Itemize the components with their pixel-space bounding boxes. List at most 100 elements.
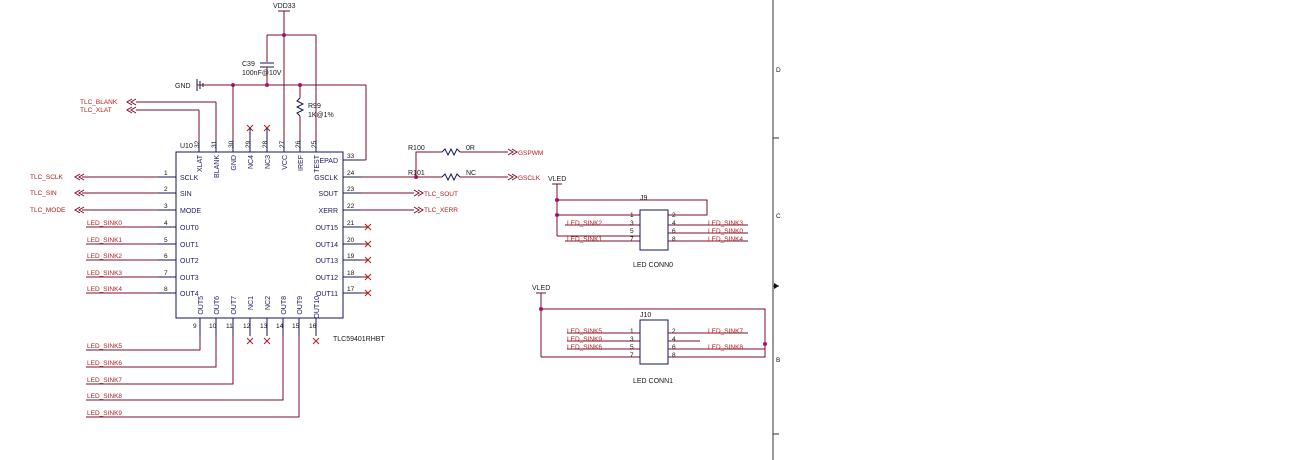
r101-ref: R101 [408,170,425,177]
right-pin-name: SOUT [319,191,339,198]
bottom-pin-number: 13 [260,323,268,330]
net-tlc-blank: TLC_BLANK [80,99,118,106]
conn-net-left: LED_SINK6 [567,344,602,351]
right-pin-name: OUT13 [315,258,338,265]
bottom-pin-name: OUT9 [297,296,304,315]
net-tlc-sclk: TLC_SCLK [30,174,64,181]
right-pin-name: EPAD [319,158,338,165]
conn-net-left: LED_SINK1 [567,236,602,243]
j10-pins: 13572468LED_SINK5LED_SINK9LED_SINK6LED_S… [567,328,743,359]
top-pin-name: IREF [298,155,305,171]
left-pin-number: 5 [164,237,168,244]
right-pin-number: 17 [347,286,355,293]
net-sink0-left: LED_SINK0 [87,220,122,227]
conn-pin-left: 7 [630,352,634,359]
r101-value: NC [466,170,476,177]
no-connect-marker [364,223,372,231]
ic-part: TLC59401RHBT [333,336,385,343]
right-pin-number: 23 [347,186,355,193]
net-sink1-left: LED_SINK1 [87,237,122,244]
conn-net-left: LED_SINK5 [567,328,602,335]
net-tlc-sout: TLC_SOUT [424,191,458,198]
left-control-nets: TLC_SCLK TLC_SIN TLC_MODE [30,173,158,214]
net-sink2-left: LED_SINK2 [87,253,122,260]
bottom-pin-name: OUT5 [198,296,205,315]
top-pin-name: BLANK [214,155,221,178]
no-connect-marker [312,337,320,345]
blank-xlat-nets: TLC_BLANK TLC_XLAT [80,98,217,140]
r99-value: 1K@1% [308,112,334,119]
zone-c: C [776,213,781,220]
bottom-pin-name: OUT10 [314,296,321,319]
conn-pin-right: 2 [672,328,676,335]
connector-j10[interactable]: VLED J10 LED CONN1 13572468LED_SINK5LED_… [532,285,767,385]
net-sink9-bottom: LED_SINK9 [87,410,122,417]
ic-top-pins: 32XLAT31BLANK30GND29NC428NC327VCC26IREF2… [194,124,321,178]
net-sink6-bottom: LED_SINK6 [87,360,122,367]
gnd-net: GND [175,79,367,161]
net-tlc-mode: TLC_MODE [30,207,66,214]
right-pin-name: XERR [319,208,338,215]
top-pin-number: 27 [279,140,286,148]
conn-pin-left: 3 [630,336,634,343]
top-pin-number: 28 [262,140,269,148]
resistor-r99[interactable]: R99 1K@1% [295,85,334,140]
bottom-pin-number: 16 [309,323,317,330]
bottom-sink-nets: LED_SINK5 LED_SINK6 LED_SINK7 LED_SINK8 … [86,336,300,418]
net-sink3-left: LED_SINK3 [87,270,122,277]
conn-pin-left: 1 [630,212,634,219]
ic-u10[interactable]: U10 TLC59401RHBT 32XLAT31BLANK30GND29NC4… [158,124,385,345]
vdd33-label: VDD33 [273,3,296,10]
no-connect-marker [364,256,372,264]
left-sink-nets: LED_SINK0 LED_SINK1 LED_SINK2 LED_SINK3 … [86,220,158,294]
conn-pin-left: 1 [630,328,634,335]
top-pin-name: TEST [314,154,321,173]
zone-b: B [776,357,780,364]
gnd-label: GND [175,83,191,90]
left-pin-name: MODE [180,208,201,215]
bottom-pin-number: 11 [226,323,233,330]
r99-ref: R99 [308,103,321,110]
top-pin-number: 29 [245,140,252,148]
conn-pin-right: 8 [672,236,676,243]
bottom-pin-name: OUT7 [231,296,238,315]
conn-net-left: LED_SINK2 [567,220,602,227]
left-pin-number: 4 [164,220,168,227]
top-pin-number: 26 [295,140,302,148]
left-pin-number: 8 [164,286,168,293]
conn-pin-left: 7 [630,236,634,243]
bottom-pin-number: 12 [243,323,251,330]
conn-net-left: LED_SINK9 [567,336,602,343]
conn-pin-right: 8 [672,352,676,359]
ic-body [175,151,344,319]
connector-j9[interactable]: VLED J9 LED CONN0 13572468LED_SINK2LED_S… [548,176,748,269]
zone-d: D [776,67,781,74]
j10-ref: J10 [640,312,651,319]
top-pin-name: NC3 [265,155,272,169]
conn-pin-left: 5 [630,228,634,235]
left-pin-name: OUT0 [180,225,199,232]
j9-ref: J9 [640,195,648,202]
conn-net-right: LED_SINK0 [708,228,743,235]
top-pin-name: VCC [282,155,289,170]
ic-bottom-pins: 9OUT510OUT611OUT712NC113NC214OUT815OUT91… [193,296,321,345]
capacitor-c39[interactable]: C39 100nF@10V [242,61,282,85]
right-pin-name: OUT14 [315,242,338,249]
conn-net-right: LED_SINK8 [708,344,743,351]
sout-xerr-nets: TLC_SOUT TLC_XERR [361,189,458,214]
conn-pin-right: 4 [672,336,676,343]
net-sink8-bottom: LED_SINK8 [87,393,122,400]
net-tlc-xlat: TLC_XLAT [80,107,112,114]
j10-name: LED CONN1 [633,378,673,385]
conn-pin-right: 2 [672,212,676,219]
bottom-pin-number: 10 [209,323,217,330]
bottom-pin-name: OUT8 [281,296,288,315]
right-pin-name: GSCLK [314,175,338,182]
j9-pins: 13572468LED_SINK2LED_SINK1LED_SINK3LED_S… [567,212,743,243]
left-pin-name: SCLK [180,175,199,182]
gs-resistors[interactable]: R100 0R R101 NC GSPWM GSCLK [361,145,543,182]
left-pin-name: OUT4 [180,291,199,298]
no-connect-marker [364,289,372,297]
top-pin-number: 25 [311,140,318,148]
